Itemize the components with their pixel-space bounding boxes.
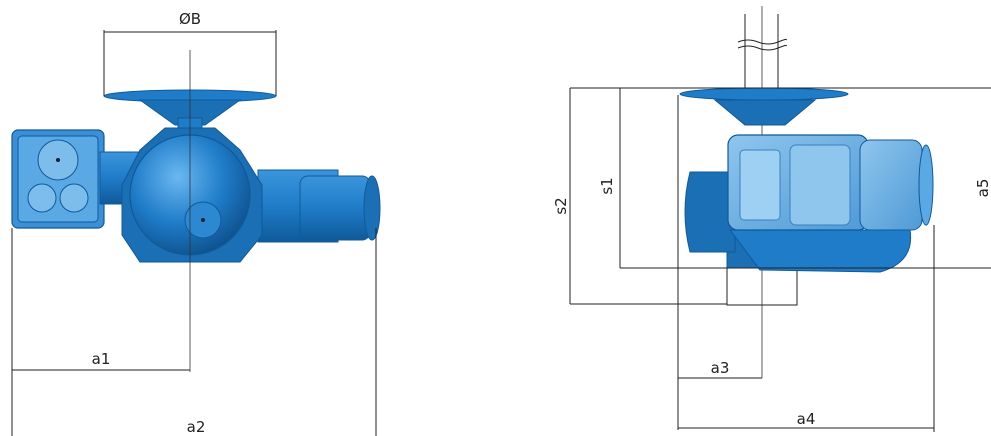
- label-s2: s2: [552, 197, 570, 214]
- label-a3: a3: [711, 359, 730, 377]
- motor-body: [728, 135, 933, 230]
- motor-cylinder: [258, 170, 380, 242]
- front-view: ØB a1 a2: [12, 10, 380, 436]
- label-a1: a1: [92, 350, 111, 368]
- gear-housing: [122, 128, 262, 262]
- label-a2: a2: [187, 418, 206, 436]
- label-a5: a5: [974, 179, 991, 198]
- control-box: [12, 130, 104, 228]
- label-s1: s1: [598, 177, 616, 194]
- label-diameter-b: ØB: [179, 10, 201, 28]
- label-a4: a4: [797, 410, 816, 428]
- side-view: a3 a4 s1 s2 a5: [552, 6, 991, 432]
